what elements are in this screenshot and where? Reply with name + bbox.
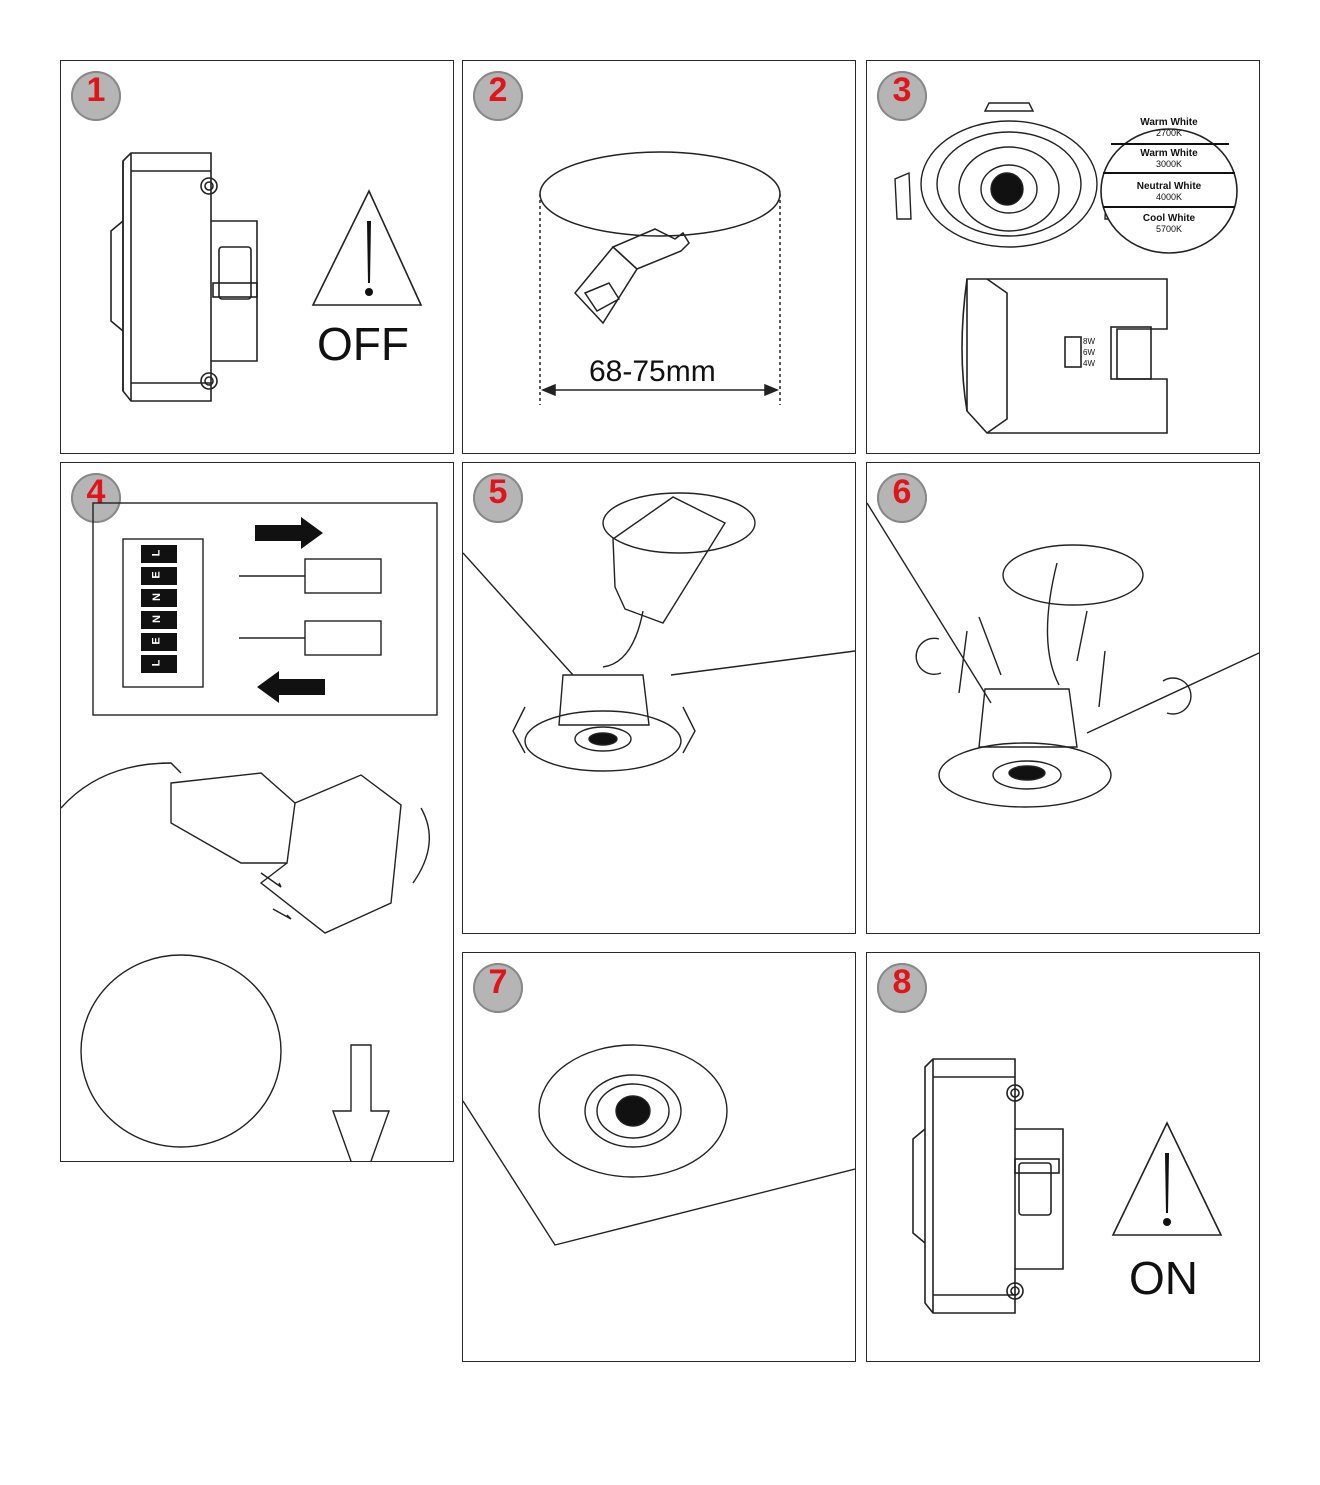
- warning-triangle-icon: [311, 189, 423, 306]
- step-3-badge: 3: [877, 71, 927, 121]
- step-1-panel: 1 OFF: [60, 60, 454, 454]
- terminal-block-icon: [61, 502, 438, 1161]
- step-6-panel: 6: [866, 462, 1260, 934]
- wattage-option-2: 6W: [1083, 348, 1095, 357]
- on-label: ON: [1129, 1252, 1198, 1304]
- driver-box-icon: [961, 278, 1168, 434]
- step-2-badge: 2: [473, 71, 523, 121]
- step-8-badge: 8: [877, 963, 927, 1013]
- step-2-panel: 2 68-75mm: [462, 60, 856, 454]
- downlight-insert-icon: [463, 492, 855, 772]
- step-5-badge: 5: [473, 473, 523, 523]
- downlight-icon: [894, 102, 1238, 434]
- circuit-breaker-icon: [110, 152, 258, 402]
- step-8-panel: 8 ON: [866, 952, 1260, 1362]
- saw-icon: [539, 151, 781, 405]
- terminal-label-3: N: [150, 593, 163, 601]
- off-label: OFF: [317, 318, 409, 370]
- wattage-option-1: 8W: [1083, 337, 1095, 346]
- terminal-label-6: L: [150, 659, 163, 667]
- terminal-label-2: E: [150, 571, 163, 579]
- spring-clip-icon: [867, 502, 1259, 808]
- wattage-option-3: 4W: [1083, 359, 1095, 368]
- terminal-label-4: N: [150, 615, 163, 623]
- step-1-badge: 1: [71, 71, 121, 121]
- warning-triangle-on-icon: [1111, 1121, 1223, 1236]
- terminal-label-5: E: [150, 637, 163, 645]
- terminal-label-1: L: [150, 549, 163, 557]
- installed-light-icon: [463, 1044, 855, 1246]
- circuit-breaker-on-icon: [912, 1058, 1064, 1314]
- step-5-panel: 5: [462, 462, 856, 934]
- step-6-badge: 6: [877, 473, 927, 523]
- step-4-panel: 4: [60, 462, 454, 1162]
- step-4-badge: 4: [71, 473, 121, 523]
- hole-size-label: 68-75mm: [589, 355, 716, 388]
- step-7-badge: 7: [473, 963, 523, 1013]
- step-7-panel: 7: [462, 952, 856, 1362]
